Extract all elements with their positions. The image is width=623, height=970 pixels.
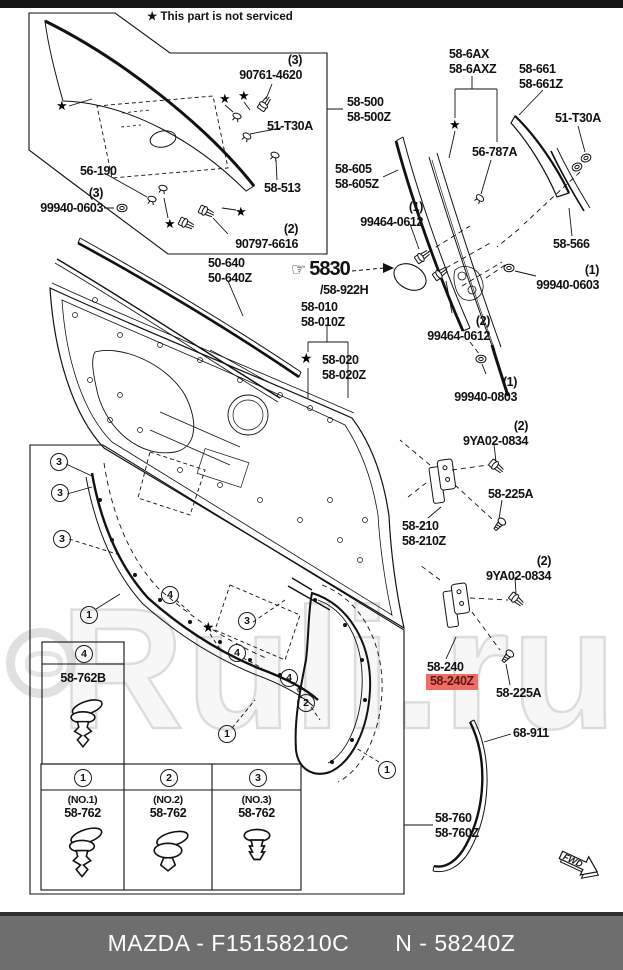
label-58-225A-upper: 58-225A [488, 487, 534, 501]
label-56-787A: 56-787A [472, 145, 518, 159]
star-icon: ★ [235, 204, 247, 219]
star-icon: ★ [300, 350, 313, 366]
glass-inset-drawing [28, 12, 343, 255]
callout-3: 3 [51, 484, 69, 502]
label-58-240: 58-240 [427, 660, 464, 674]
fwd-arrow-icon: FWD [558, 850, 600, 879]
callout-1: 1 [80, 606, 98, 624]
label-5830: ☞ 5830 [291, 258, 351, 280]
label-58-500: 58-500 58-500Z [347, 95, 391, 124]
clip-note-2: (NO.2) [153, 794, 183, 806]
label-51-T30A-left: 51-T30A [267, 119, 313, 133]
callout-1: 1 [378, 761, 396, 779]
footer-part-code: N - 58240Z [395, 929, 516, 956]
label-58-661: 58-661 58-661Z [519, 62, 563, 91]
belt-moulding-drawing [54, 237, 302, 403]
diagram-linework: FWD [28, 12, 600, 895]
clip-part-1: 58-762 [64, 806, 101, 820]
callout-3: 3 [238, 612, 256, 630]
clip-part-2: 58-762 [149, 806, 187, 820]
star-icon: ★ [219, 91, 231, 106]
label-58-922H: /58-922H [320, 283, 369, 297]
callout-4: 4 [280, 669, 298, 687]
pointer-hand-icon: ☞ [291, 259, 307, 279]
callout-3: 3 [50, 453, 68, 471]
star-icon: ★ [164, 216, 176, 231]
star-icon: ★ [56, 98, 68, 113]
label-58-210: 58-210 58-210Z [402, 519, 446, 548]
label-99940-0803: (1) 99940-0803 [454, 375, 517, 404]
label-58-240Z-highlighted: 58-240Z [426, 674, 478, 690]
label-99940-0603-left: (3) 99940-0603 [40, 186, 103, 215]
footer-catalog-code: MAZDA - F15158210C [107, 929, 350, 956]
clip-note-3: (NO.3) [241, 794, 272, 806]
callout-2: 2 [297, 694, 315, 712]
label-90797-6616: (2) 90797-6616 [235, 222, 298, 251]
label-58-225A-lower: 58-225A [496, 686, 542, 700]
label-58-760: 58-760 58-760Z [435, 811, 479, 840]
label-50-640: 50-640 50-640Z [208, 256, 252, 285]
label-9YA02-0834-lower: (2) 9YA02-0834 [485, 554, 551, 583]
star-icon: ★ [147, 11, 158, 23]
label-99464-0612-1: (1) 99464-0612 [360, 200, 423, 229]
not-serviced-legend: ★ This part is not serviced [147, 11, 293, 23]
label-58-762B: 58-762B [60, 671, 106, 685]
star-icon: ★ [202, 619, 215, 635]
table-callout-1: 1 [74, 769, 92, 787]
label-68-911: 68-911 [513, 726, 549, 740]
callout-4: 4 [228, 644, 246, 662]
star-icon: ★ [449, 117, 461, 132]
label-58-020: 58-020 58-020Z [322, 353, 366, 382]
callout-3: 3 [53, 530, 71, 548]
clip-part-3: 58-762 [238, 806, 275, 820]
label-99940-0603-right: (1) 99940-0603 [536, 263, 599, 292]
svg-text:FWD: FWD [562, 852, 585, 870]
callout-1: 1 [218, 725, 236, 743]
table-callout-2: 2 [160, 769, 178, 787]
label-9YA02-0834-upper: (2) 9YA02-0834 [462, 419, 528, 448]
inset-callout-4: 4 [75, 645, 93, 663]
top-bar [0, 0, 623, 8]
label-99464-0612-2: (2) 99464-0612 [427, 314, 490, 343]
label-58-566: 58-566 [553, 237, 590, 251]
label-58-010: 58-010 58-010Z [301, 300, 345, 329]
star-icon: ★ [238, 88, 250, 103]
footer-bar: MAZDA - F15158210C N - 58240Z [0, 912, 623, 970]
label-51-T30A-right: 51-T30A [555, 111, 601, 125]
callout-4: 4 [161, 586, 179, 604]
label-58-513: 58-513 [264, 181, 301, 195]
label-58-6AX: 58-6AX 58-6AXZ [449, 47, 497, 76]
table-callout-3: 3 [249, 769, 267, 787]
label-58-605: 58-605 58-605Z [335, 162, 379, 191]
clip-note-1: (NO.1) [67, 794, 98, 806]
label-56-190: 56-190 [80, 164, 117, 178]
label-90761-4620: (3) 90761-4620 [239, 53, 302, 82]
